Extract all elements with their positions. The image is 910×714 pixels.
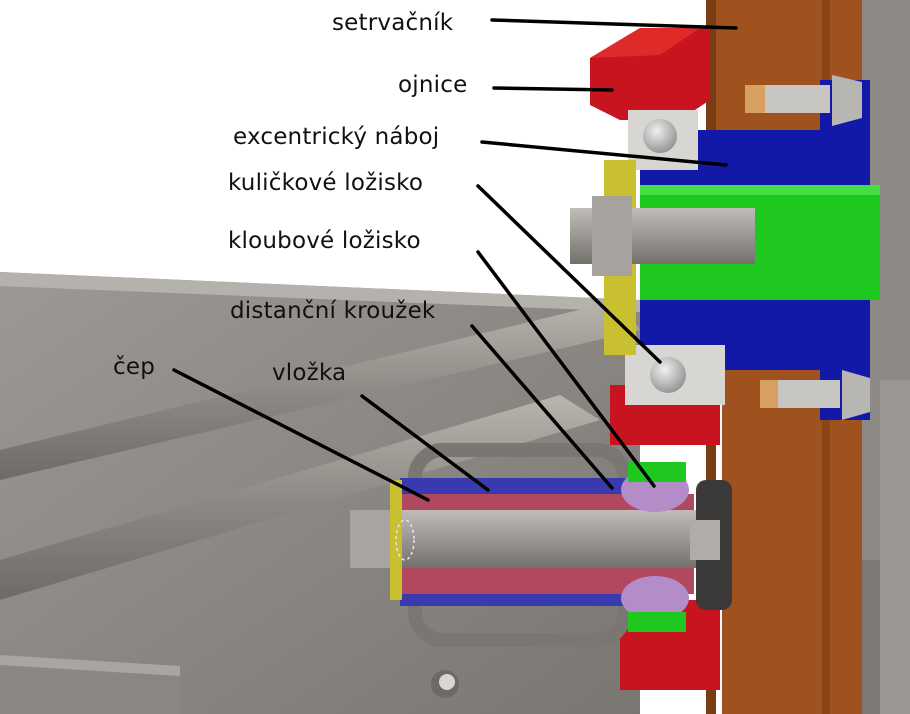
leader-flywheel <box>490 18 738 30</box>
leader-spherical-bearing <box>476 250 656 488</box>
bolt-bottom <box>760 370 870 420</box>
upper-stud <box>570 196 755 276</box>
lower-pin-assembly <box>350 462 732 632</box>
label-liner: vložka <box>272 360 347 386</box>
leader-ball-bearing <box>476 184 662 364</box>
label-flywheel: setrvačník <box>332 10 454 36</box>
leader-spacer-ring <box>470 324 614 490</box>
leader-eccentric-hub <box>480 140 728 167</box>
leader-lines <box>172 18 738 502</box>
leader-liner <box>360 394 490 492</box>
bolt-top <box>745 75 862 126</box>
label-pin: čep <box>113 354 155 380</box>
label-eccentric-hub: excentrický náboj <box>233 124 440 150</box>
leader-connecting-rod <box>492 86 614 92</box>
leader-pin <box>172 368 430 502</box>
label-spherical-bearing: kloubové ložisko <box>228 228 421 254</box>
label-spacer-ring: distanční kroužek <box>230 298 436 324</box>
label-connecting-rod: ojnice <box>398 72 468 98</box>
label-ball-bearing: kuličkové ložisko <box>228 170 424 196</box>
